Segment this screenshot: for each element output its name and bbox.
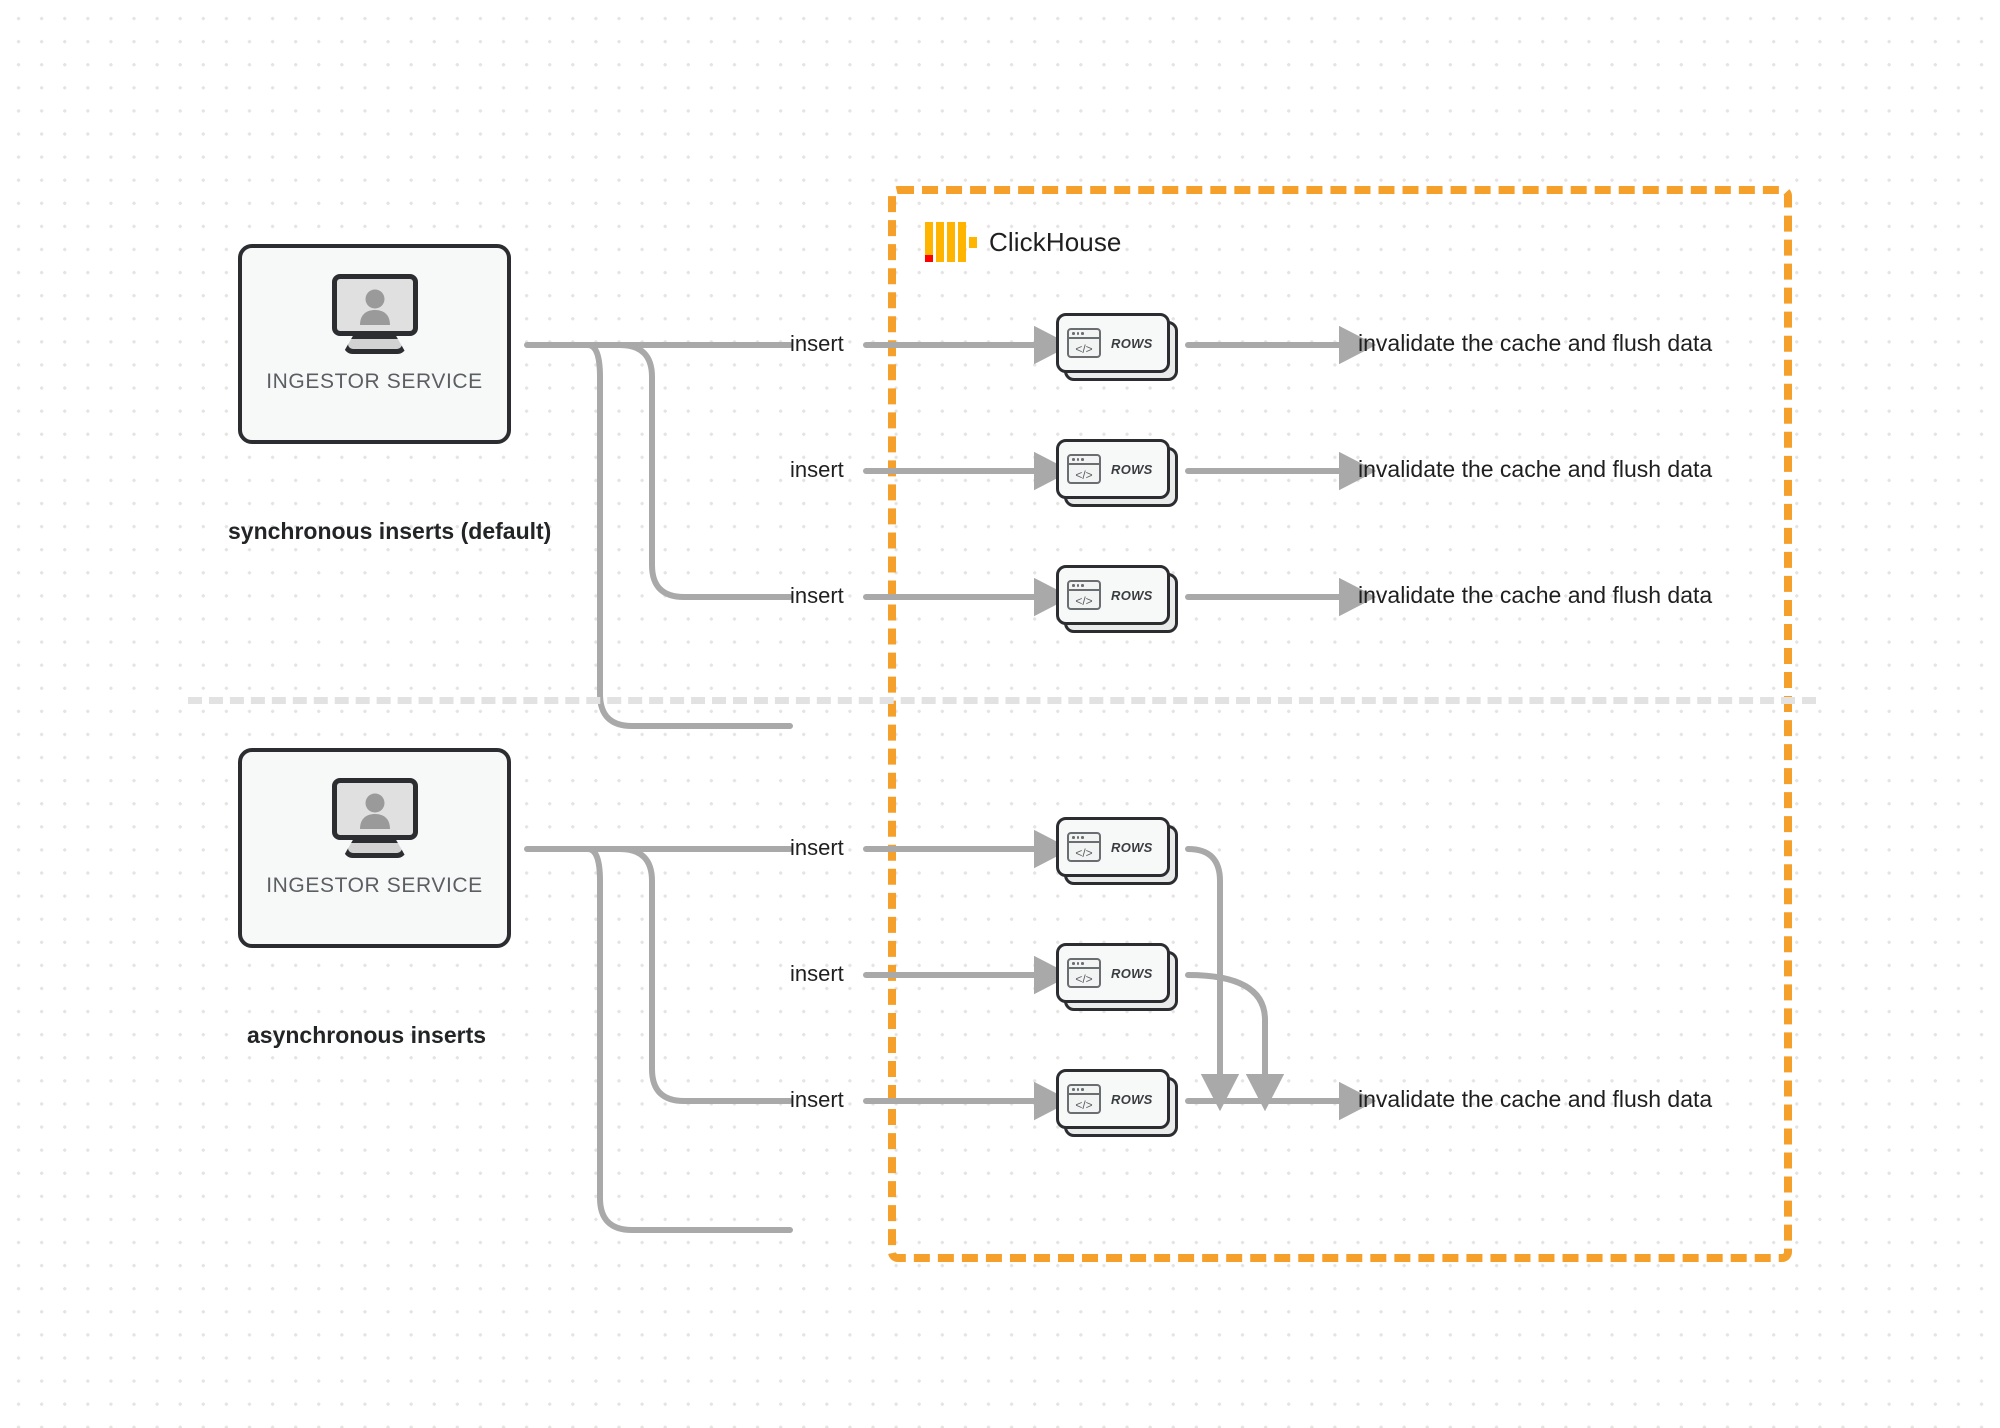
clickhouse-brand-label: ClickHouse [989, 226, 1122, 257]
clickhouse-logo-icon [925, 222, 977, 262]
rows-node-sync-2[interactable]: </> ROWS [1056, 439, 1178, 507]
monitor-user-icon [331, 274, 418, 354]
insert-label-async-2: insert [790, 961, 844, 986]
code-window-icon: </> [1067, 1084, 1101, 1114]
insert-label-async-1: insert [790, 835, 844, 860]
insert-label-async-3: insert [790, 1087, 844, 1112]
insert-label-sync-2: insert [790, 457, 844, 482]
clickhouse-region [888, 186, 1792, 1262]
code-window-icon: </> [1067, 580, 1101, 610]
monitor-user-icon [331, 778, 418, 858]
rows-node-async-2[interactable]: </> ROWS [1056, 943, 1178, 1011]
caption-asynchronous: asynchronous inserts [247, 1022, 487, 1048]
output-label-sync-2: invalidate the cache and flush data [1358, 456, 1713, 482]
section-divider [188, 697, 1816, 704]
code-window-icon: </> [1067, 328, 1101, 358]
ingestor-service-label: INGESTOR SERVICE [266, 370, 483, 393]
rows-node-async-1[interactable]: </> ROWS [1056, 817, 1178, 885]
ingestor-service-async[interactable]: INGESTOR SERVICE [238, 748, 511, 948]
insert-label-sync-1: insert [790, 331, 844, 356]
output-label-async-merged: invalidate the cache and flush data [1358, 1086, 1713, 1112]
rows-node-sync-1[interactable]: </> ROWS [1056, 313, 1178, 381]
rows-node-async-3[interactable]: </> ROWS [1056, 1069, 1178, 1137]
insert-label-sync-3: insert [790, 583, 844, 608]
ingestor-service-label: INGESTOR SERVICE [266, 874, 483, 897]
rows-node-label: ROWS [1111, 965, 1153, 981]
output-label-sync-1: invalidate the cache and flush data [1358, 330, 1713, 356]
rows-node-label: ROWS [1111, 335, 1153, 351]
rows-node-label: ROWS [1111, 1091, 1153, 1107]
code-window-icon: </> [1067, 832, 1101, 862]
rows-node-label: ROWS [1111, 587, 1153, 603]
code-window-icon: </> [1067, 958, 1101, 988]
rows-node-sync-3[interactable]: </> ROWS [1056, 565, 1178, 633]
rows-node-label: ROWS [1111, 839, 1153, 855]
output-label-sync-3: invalidate the cache and flush data [1358, 582, 1713, 608]
ingestor-service-sync[interactable]: INGESTOR SERVICE [238, 244, 511, 444]
clickhouse-brand: ClickHouse [925, 222, 1122, 262]
rows-node-label: ROWS [1111, 461, 1153, 477]
code-window-icon: </> [1067, 454, 1101, 484]
caption-synchronous: synchronous inserts (default) [228, 518, 552, 544]
